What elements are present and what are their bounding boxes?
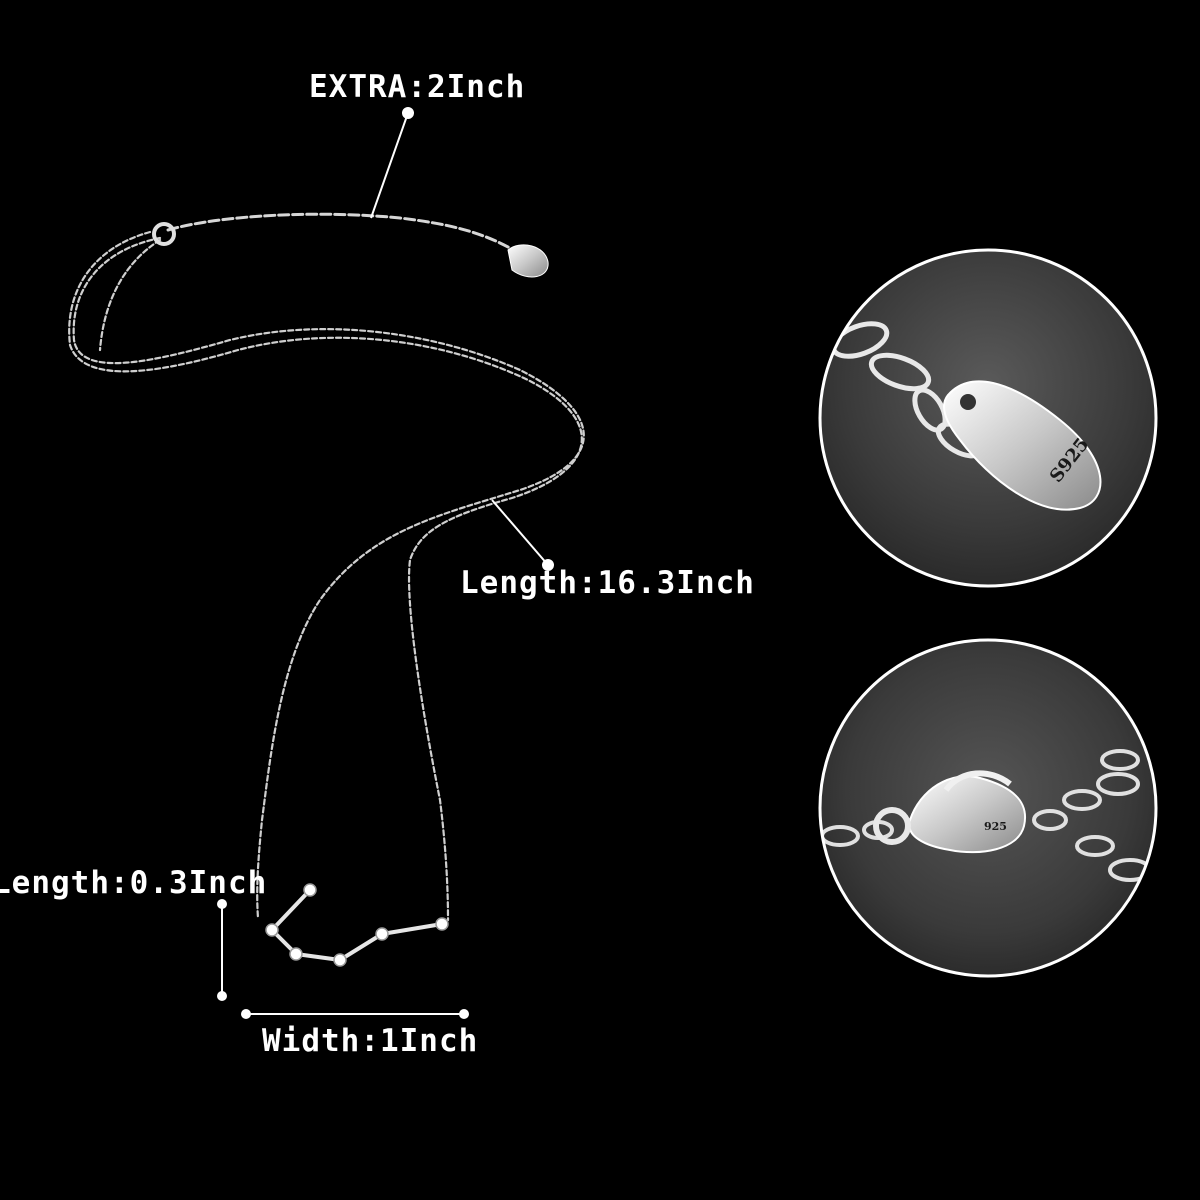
lobster-clasp	[908, 775, 1027, 854]
detail-circle-clasp: 925	[818, 638, 1158, 978]
pendant-stones	[265, 883, 449, 967]
pendant-width-label: Width:1Inch	[262, 1023, 479, 1059]
tag-closeup	[943, 380, 1102, 511]
detail-circle-tag: S925	[818, 248, 1158, 588]
dimension-lines	[217, 107, 554, 1019]
extender-length-label: EXTRA:2Inch	[309, 69, 526, 105]
chain-length-label: Length:16.3Inch	[460, 565, 755, 601]
extender-chain	[166, 212, 512, 250]
pendant-length-label: Length:0.3Inch	[0, 865, 268, 901]
teardrop-tag	[507, 244, 549, 278]
clasp-stamp: 925	[984, 820, 1007, 833]
necklace-chain	[68, 230, 585, 922]
spring-ring-clasp	[152, 222, 176, 246]
